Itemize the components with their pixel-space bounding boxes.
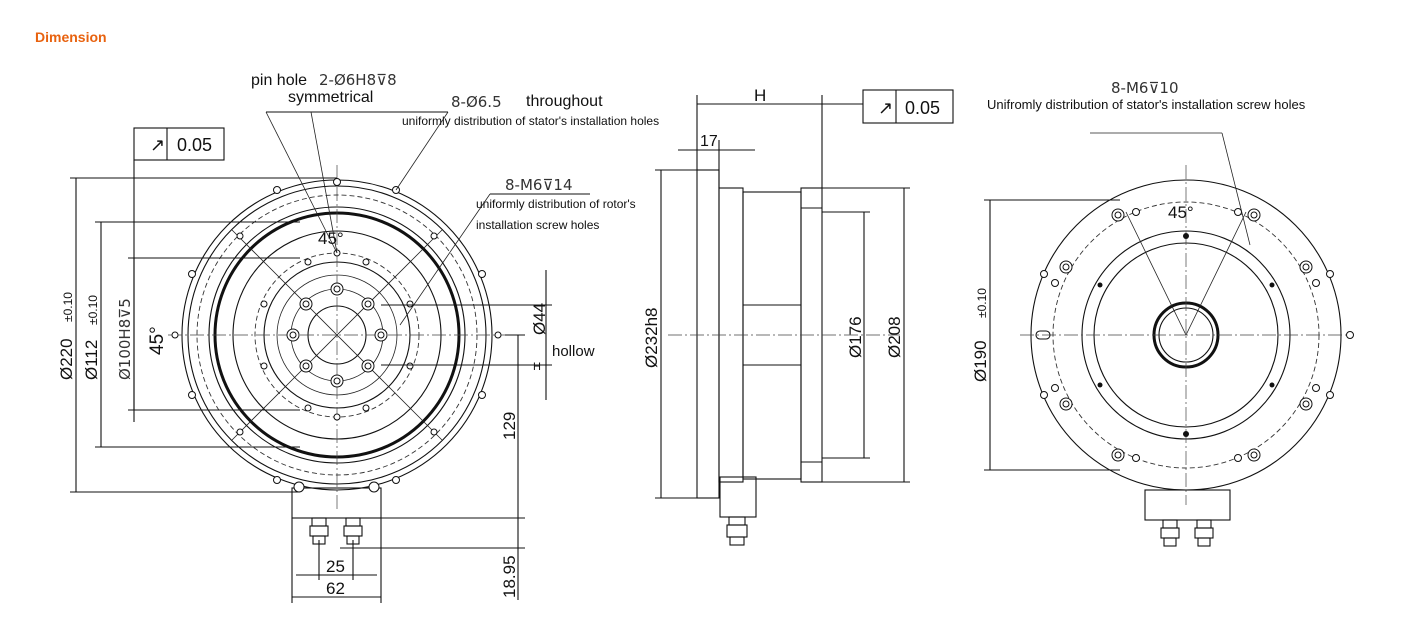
front-cable-box-screw-left — [293, 481, 305, 493]
section-heading: Dimension — [35, 29, 107, 45]
front-stator-holes-through: throughout — [526, 93, 603, 110]
side-runout-symbol: ↗ — [878, 98, 893, 118]
front-pin-holes — [260, 249, 414, 421]
side-cable-box — [719, 476, 757, 518]
front-dia-220-tol: ±0.10 — [61, 292, 75, 322]
front-dim-25-label: 25 — [326, 557, 345, 576]
front-dia-112-label: Ø112 — [82, 340, 101, 380]
side-view: H ↗ 0.05 17 Ø232h8 Ø176 Ø208 — [642, 86, 954, 546]
rear-cable-box — [1144, 489, 1231, 521]
front-cable-gland-right — [343, 517, 363, 545]
side-body — [742, 191, 802, 480]
side-dia-232-label: Ø232h8 — [642, 308, 661, 369]
front-angle-45-vertical: 45° — [147, 326, 168, 355]
front-pin-hole-spec: 2-Ø6H8⊽8 — [319, 71, 397, 89]
front-diagonal-line-2 — [231, 229, 443, 441]
rear-screw-holes — [1059, 208, 1313, 462]
front-dia-112-tol: ±0.10 — [86, 295, 100, 325]
front-runout-frame — [133, 127, 225, 161]
front-dim-129-label: 129 — [500, 412, 519, 440]
side-dim-h-label: H — [754, 86, 766, 105]
front-dia-220-label: Ø220 — [57, 338, 76, 380]
svg-text:H: H — [533, 361, 541, 373]
front-stator-holes-spec: 8-Ø6.5 — [451, 93, 502, 111]
front-rotor-screw-holes — [286, 282, 388, 388]
front-dim-18-95-label: 18.95 — [500, 555, 519, 598]
side-runout-value: 0.05 — [905, 98, 940, 118]
front-runout-symbol: ↗ — [150, 135, 165, 155]
front-pin-hole-note: symmetrical — [288, 89, 373, 106]
front-angle-45-top: 45° — [318, 229, 344, 248]
front-hollow-label: hollow — [552, 343, 595, 360]
front-dia-100-label: Ø100H8⊽5 — [116, 298, 134, 380]
side-runout-frame — [862, 89, 954, 124]
front-rotor-holes-spec: 8-M6⊽14 — [505, 176, 573, 194]
front-stator-holes — [171, 178, 502, 484]
front-dim-62-label: 62 — [326, 579, 345, 598]
rear-small-holes — [1040, 208, 1354, 462]
rear-view: 8-M6⊽10 Unifromly distribution of stator… — [971, 79, 1354, 547]
rear-inner-dots — [1097, 233, 1275, 437]
side-dia-208-label: Ø208 — [885, 316, 904, 358]
side-dia-176-label: Ø176 — [846, 316, 865, 358]
front-rotor-holes-note-2: installation screw holes — [476, 218, 599, 232]
front-rotor-holes-note-1: uniformly distribution of rotor's — [476, 197, 636, 211]
side-flange — [696, 169, 720, 499]
rear-screw-spec: 8-M6⊽10 — [1111, 79, 1179, 97]
front-view: ↗ 0.05 Ø220 ±0.10 Ø112 ±0.10 Ø100H8⊽5 45… — [57, 71, 659, 603]
side-dim-17-label: 17 — [700, 133, 718, 150]
front-pin-hole-label: pin hole — [251, 72, 307, 89]
rear-slot — [1035, 330, 1051, 340]
front-stator-holes-note: uniformly distribution of stator's insta… — [402, 114, 659, 128]
rear-dia-190-tol: ±0.10 — [975, 288, 989, 318]
front-runout-value: 0.05 — [177, 135, 212, 155]
rear-cable-gland-right — [1194, 519, 1214, 547]
front-dia-44-label: Ø44 — [530, 303, 549, 335]
rear-dia-190-label: Ø190 — [971, 340, 990, 382]
rear-screw-note: Unifromly distribution of stator's insta… — [987, 97, 1306, 112]
rear-angle-45: 45° — [1168, 203, 1194, 222]
front-cable-box — [291, 487, 382, 519]
rear-cable-gland-left — [1160, 519, 1180, 547]
front-cable-box-screw-right — [368, 481, 380, 493]
